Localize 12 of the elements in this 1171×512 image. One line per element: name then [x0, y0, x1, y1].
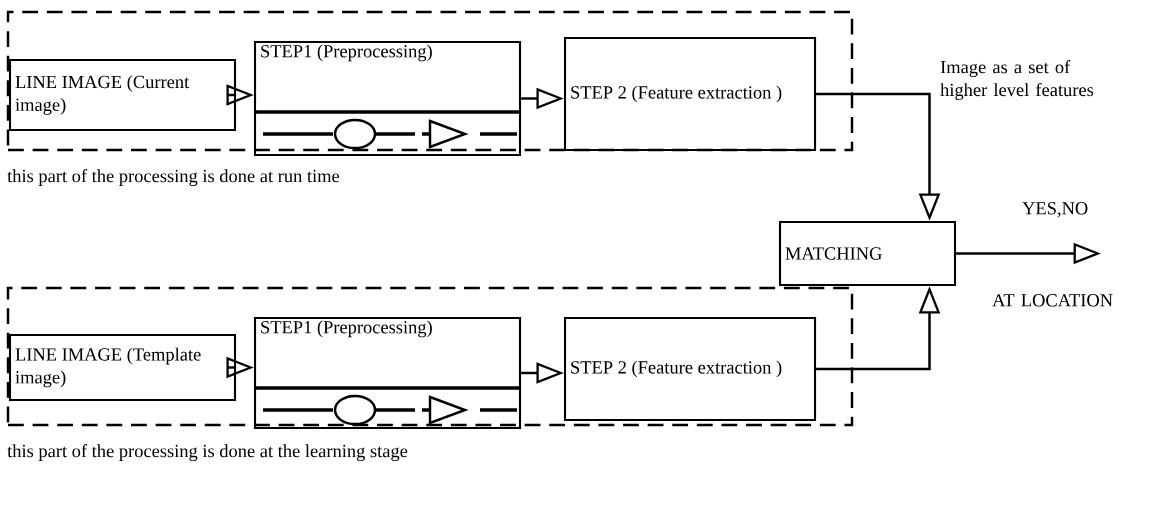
output-label: YES,NO — [1022, 202, 1088, 218]
process-box: STEP1 (Preprocessing) — [253, 316, 522, 430]
node-label: this part of the processing is done at run time — [7, 169, 340, 187]
edge-label: Image as a set of higher level features — [940, 60, 1094, 100]
process-box: LINE IMAGE (Template image) — [8, 333, 237, 402]
process-box: STEP 2 (Feature extraction ) — [563, 316, 817, 422]
process-box: MATCHING — [778, 220, 957, 287]
process-box: STEP1 (Preprocessing) — [253, 40, 522, 157]
node-label: this part of the processing is done at the learning stage — [7, 444, 408, 462]
process-box: LINE IMAGE (Current image) — [8, 58, 237, 132]
output-label: AT LOCATION — [992, 294, 1113, 307]
process-box: STEP 2 (Feature extraction ) — [563, 36, 817, 152]
